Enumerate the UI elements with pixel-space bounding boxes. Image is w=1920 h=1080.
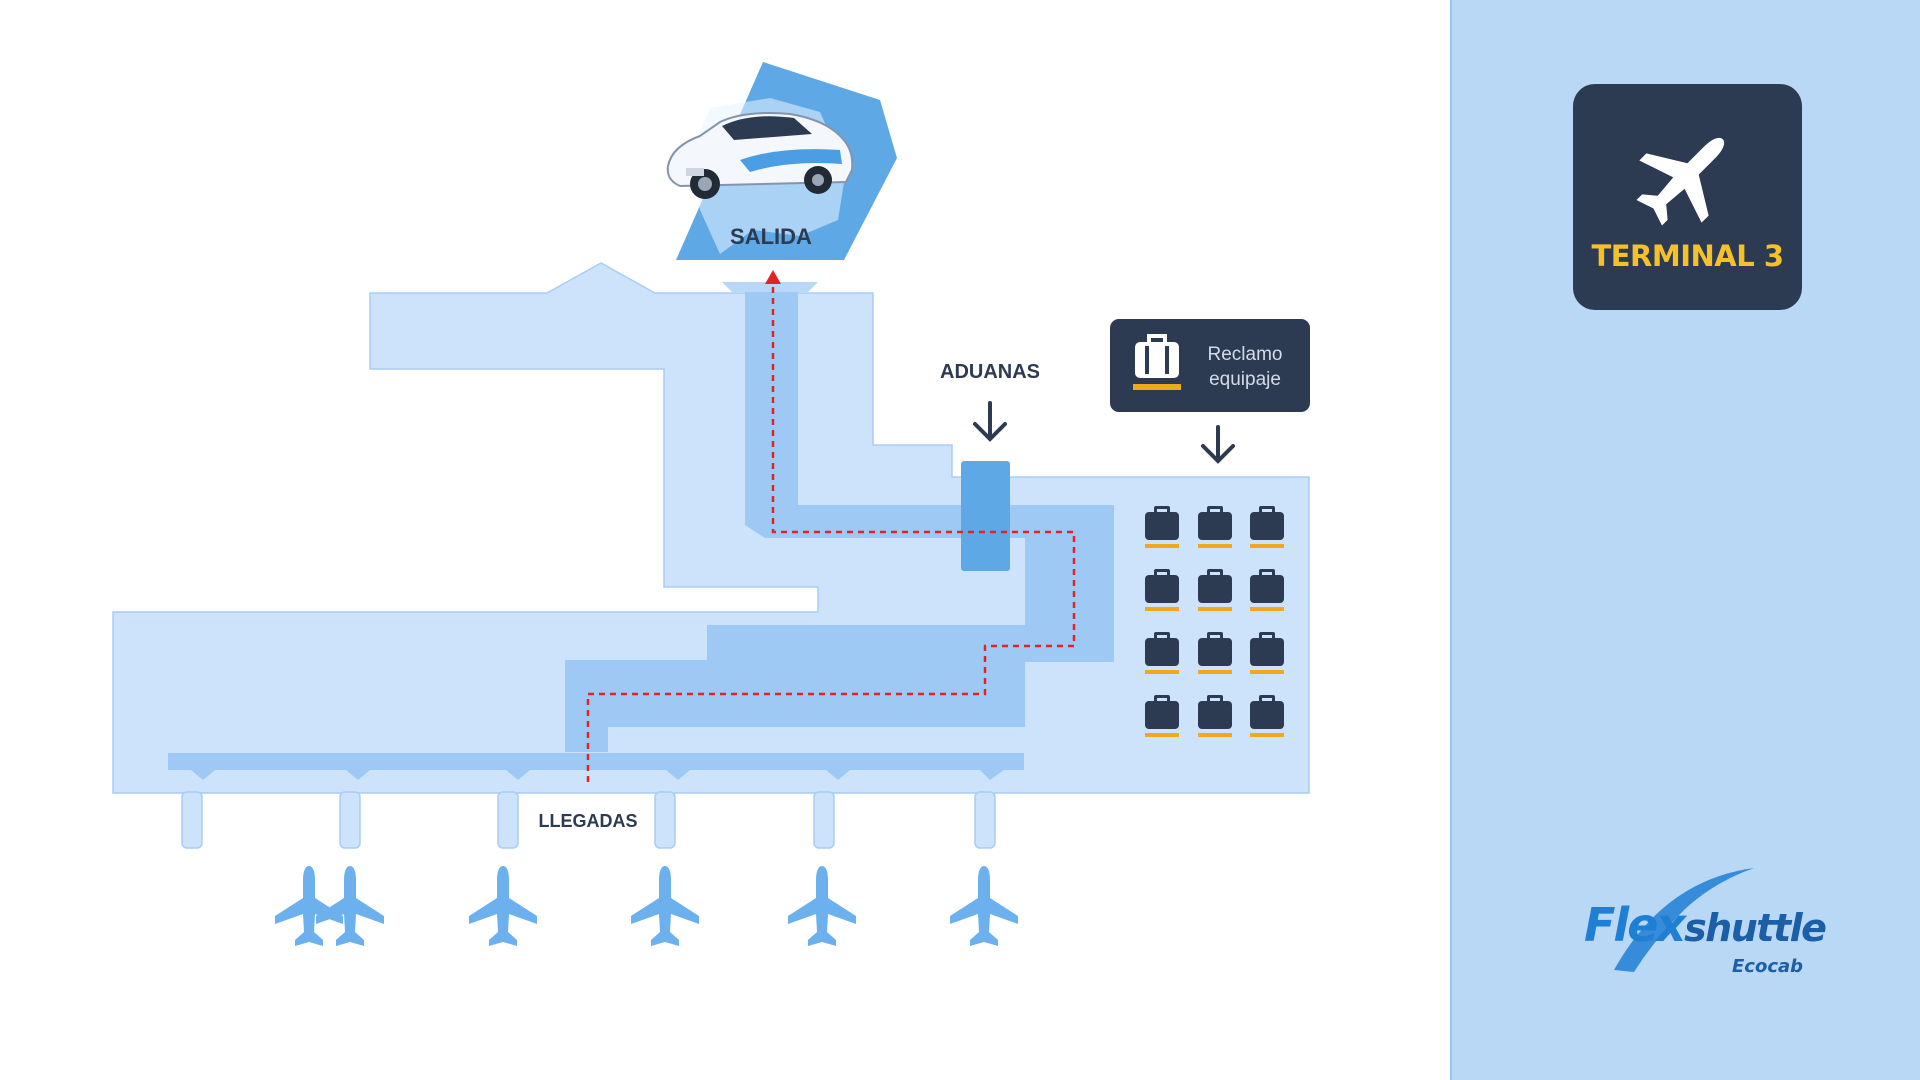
- gate-piers: [181, 791, 996, 849]
- airplane-icon: [788, 866, 856, 946]
- airplane-icon: [1636, 137, 1725, 226]
- luggage-icon: [1250, 632, 1284, 674]
- luggage-icon: [1198, 632, 1232, 674]
- terminal-map: SALIDA ADUANAS Reclamo equipaje LLEG: [112, 62, 1310, 946]
- baggage-icon: [1133, 334, 1181, 390]
- baggage-claim-line1: Reclamo: [1208, 344, 1283, 365]
- baggage-claim-line2: equipaje: [1209, 369, 1281, 390]
- logo-wordmark: Flexshuttle: [1584, 898, 1827, 952]
- luggage-icon: [1145, 506, 1179, 548]
- exit-label: SALIDA: [730, 224, 812, 249]
- passenger-corridor: [168, 282, 1114, 780]
- luggage-icon: [1250, 506, 1284, 548]
- luggage-icon: [1198, 695, 1232, 737]
- luggage-icon: [1145, 695, 1179, 737]
- arrow-down-icon: [973, 401, 1007, 442]
- exit-route: [586, 286, 1076, 782]
- route-arrow-head: [765, 270, 781, 284]
- airplane-icon: [950, 866, 1018, 946]
- flexshuttle-logo: Flexshuttle Ecocab: [1584, 860, 1827, 980]
- terminal-card: TERMINAL 3: [1573, 84, 1802, 310]
- terminal-label: TERMINAL 3: [1591, 239, 1784, 273]
- arrow-down-icon: [1201, 425, 1235, 464]
- luggage-icon: [1198, 506, 1232, 548]
- airplane-icon: [631, 866, 699, 946]
- side-panel: TERMINAL 3 Flexshuttle Ecocab: [1450, 0, 1920, 1080]
- luggage-icon: [1198, 569, 1232, 611]
- parked-airplanes: [275, 866, 1018, 946]
- customs-booth: [961, 461, 1010, 571]
- taxi-car: [666, 112, 854, 199]
- airplane-icon: [469, 866, 537, 946]
- customs-label: ADUANAS: [940, 361, 1040, 383]
- luggage-carousel-grid: [1145, 506, 1284, 737]
- logo-subtitle: Ecocab: [1732, 956, 1804, 977]
- luggage-icon: [1145, 569, 1179, 611]
- luggage-icon: [1250, 695, 1284, 737]
- luggage-icon: [1145, 632, 1179, 674]
- arrivals-label: LLEGADAS: [539, 811, 638, 831]
- luggage-icon: [1250, 569, 1284, 611]
